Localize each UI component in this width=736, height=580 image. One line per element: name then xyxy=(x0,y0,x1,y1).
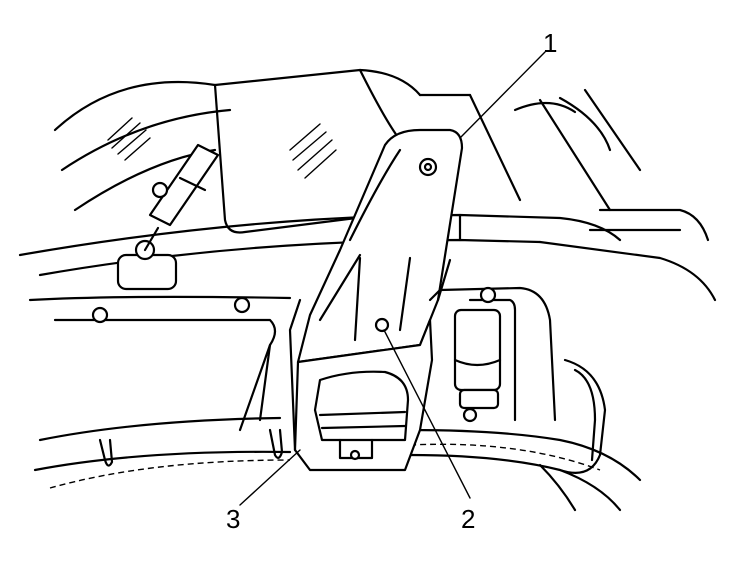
rear-compartment xyxy=(408,286,642,512)
callout-2: 2 xyxy=(461,504,475,534)
upper-bracket xyxy=(296,128,464,364)
liftgate-strut xyxy=(116,143,220,291)
leader-line-1 xyxy=(459,51,546,139)
quarter-trim-panel xyxy=(28,295,292,489)
leader-line-2 xyxy=(383,329,471,499)
glass-reflection-left xyxy=(107,117,151,161)
leader-lines xyxy=(239,51,546,506)
callout-3: 3 xyxy=(226,504,240,534)
glass-reflection-center xyxy=(289,123,337,179)
callout-1: 1 xyxy=(543,28,557,58)
leader-line-3 xyxy=(239,449,301,506)
